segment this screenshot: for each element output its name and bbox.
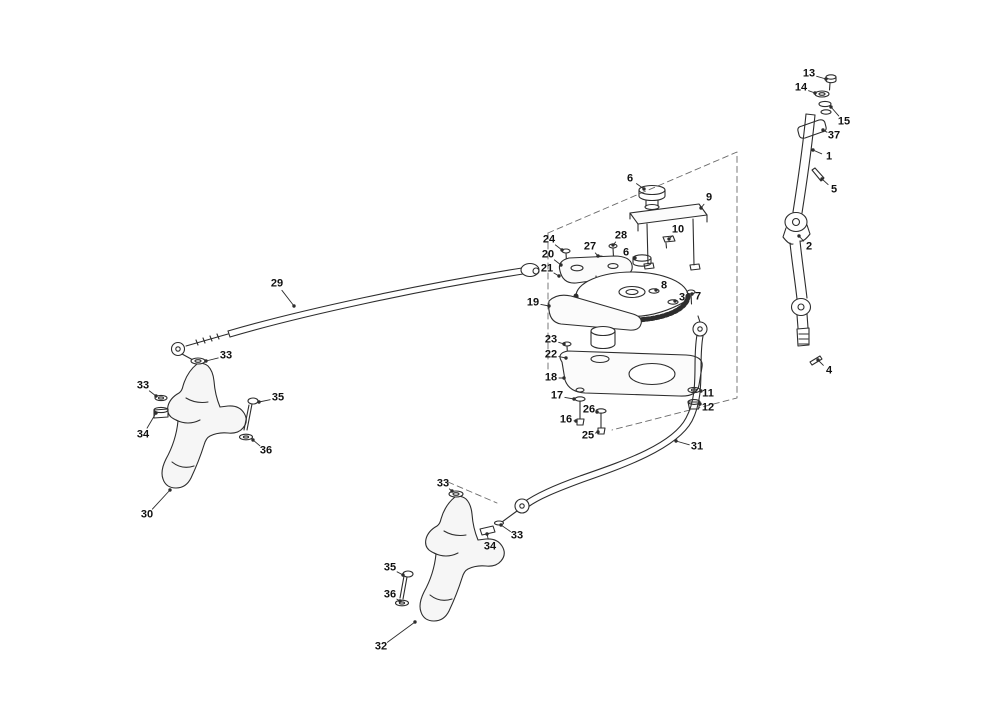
tie-rod-art <box>170 262 540 361</box>
callout-17: 17 <box>550 389 564 402</box>
callout-35: 35 <box>383 561 397 574</box>
callout-7: 7 <box>694 290 702 303</box>
callout-30: 30 <box>140 508 154 521</box>
callout-10: 10 <box>671 223 685 236</box>
callout-13: 13 <box>802 67 816 80</box>
callout-33: 33 <box>136 379 150 392</box>
callout-25: 25 <box>581 429 595 442</box>
callout-leader-lines <box>146 75 840 643</box>
callout-8: 8 <box>660 279 668 292</box>
callout-1: 1 <box>825 150 833 163</box>
callout-33: 33 <box>219 349 233 362</box>
spindle-left-art <box>153 357 259 489</box>
callout-31: 31 <box>690 440 704 453</box>
callout-37: 37 <box>827 129 841 142</box>
gear-assembly-art <box>548 184 708 435</box>
callout-15: 15 <box>837 115 851 128</box>
callout-34: 34 <box>136 428 150 441</box>
callout-27: 27 <box>583 240 597 253</box>
callout-36: 36 <box>259 444 273 457</box>
callout-9: 9 <box>705 191 713 204</box>
callout-12: 12 <box>701 401 715 414</box>
callout-4: 4 <box>825 364 833 377</box>
callout-18: 18 <box>544 371 558 384</box>
callout-34: 34 <box>483 540 497 553</box>
callout-6: 6 <box>622 246 630 259</box>
callout-19: 19 <box>526 296 540 309</box>
drag-link-art <box>479 315 708 536</box>
callout-29: 29 <box>270 277 284 290</box>
callout-16: 16 <box>559 413 573 426</box>
callout-26: 26 <box>582 403 596 416</box>
callout-21: 21 <box>540 262 554 275</box>
callout-33: 33 <box>436 477 450 490</box>
spindle-middle-art <box>419 495 505 622</box>
steering-column-art <box>782 74 837 366</box>
callout-3: 3 <box>678 291 686 304</box>
callout-33: 33 <box>510 529 524 542</box>
callout-6: 6 <box>626 172 634 185</box>
callout-35: 35 <box>271 391 285 404</box>
callout-5: 5 <box>830 183 838 196</box>
callout-11: 11 <box>702 387 714 400</box>
callout-36: 36 <box>383 588 397 601</box>
callout-23: 23 <box>544 333 558 346</box>
callout-20: 20 <box>541 248 555 261</box>
callout-22: 22 <box>544 348 558 361</box>
callout-2: 2 <box>805 240 813 253</box>
callout-14: 14 <box>794 81 808 94</box>
callout-24: 24 <box>542 233 556 246</box>
callout-32: 32 <box>374 640 388 653</box>
callout-28: 28 <box>614 229 628 242</box>
